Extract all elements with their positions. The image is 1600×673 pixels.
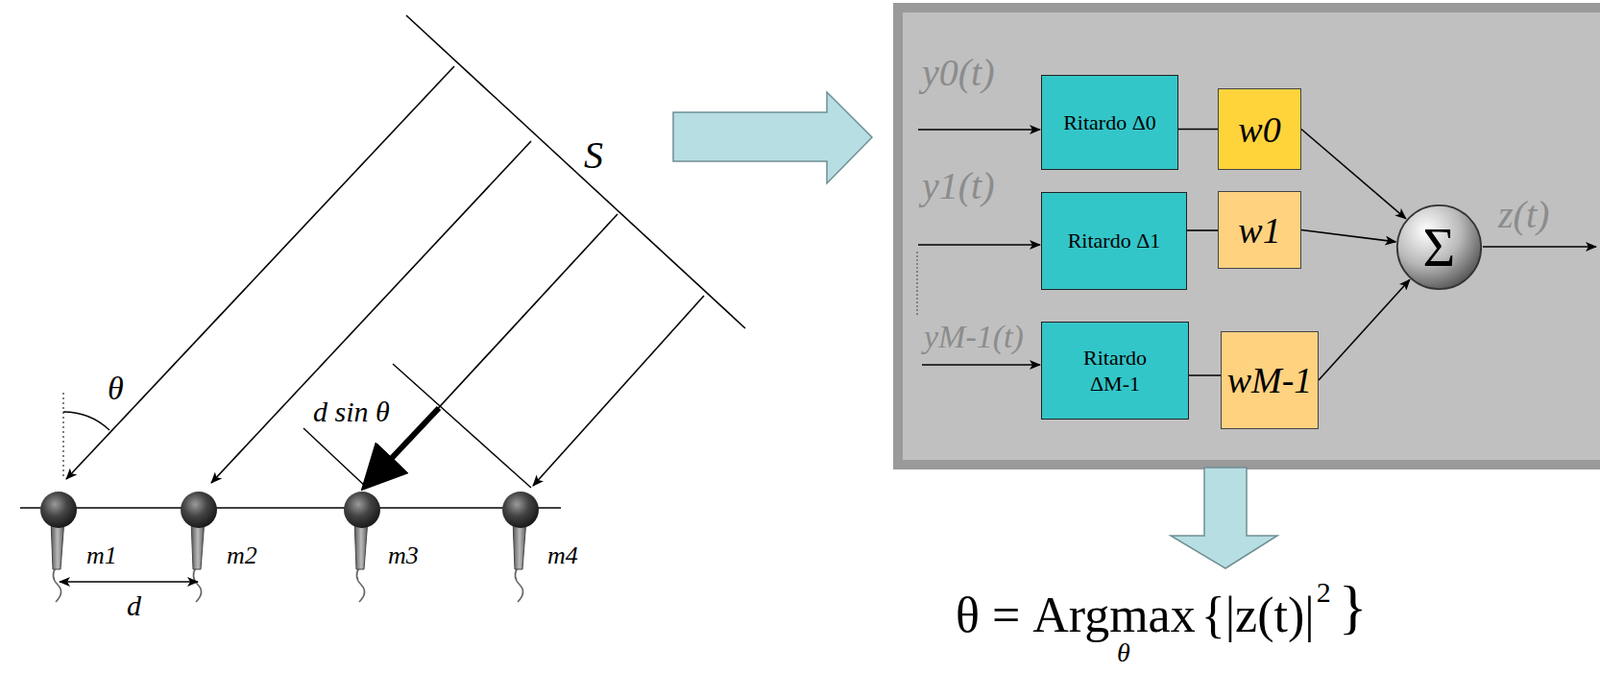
weight-label: w1	[1237, 209, 1281, 252]
delay-box: Ritardo Δ0	[1041, 74, 1179, 170]
microphone	[502, 491, 539, 603]
microphone	[40, 491, 77, 603]
mic-label: m3	[387, 542, 419, 571]
spacing-label: d	[126, 589, 142, 622]
weight-label: w0	[1237, 108, 1281, 151]
flow-arrow	[673, 92, 873, 184]
array-axis	[20, 507, 561, 509]
output-signal: z(t)	[1498, 193, 1550, 237]
mic-label: m1	[86, 542, 118, 571]
weight-label: wM-1	[1227, 359, 1313, 402]
mic-label: m2	[226, 542, 258, 571]
angle-label: θ	[105, 370, 126, 407]
sum-symbol: Σ	[1423, 215, 1456, 280]
dimension-line	[59, 581, 198, 583]
propagation-arrows	[66, 66, 704, 486]
microphone	[180, 491, 218, 603]
angle-arc	[63, 412, 110, 431]
delay-label: Ritardo Δ1	[1067, 227, 1162, 255]
panel	[897, 7, 1600, 465]
normal-line	[63, 392, 65, 480]
microphone	[343, 491, 381, 603]
ellipsis-line	[917, 251, 919, 317]
weight-box: w1	[1217, 191, 1302, 269]
summation-node: Σ	[1395, 203, 1483, 291]
signal-connector	[1188, 374, 1221, 377]
signal-connector	[1187, 229, 1218, 232]
input-signal: y0(t)	[921, 51, 995, 95]
delay-box: Ritardo ΔM-1	[1041, 321, 1189, 420]
weight-box: w0	[1217, 88, 1302, 170]
delay-box: Ritardo Δ1	[1041, 192, 1188, 291]
wavefront	[406, 15, 746, 329]
formula: }	[1338, 574, 1368, 640]
path-difference-label: d sin θ	[311, 395, 392, 428]
construction-lines	[303, 363, 532, 488]
signal-connector	[1318, 279, 1410, 381]
input-signal: yM-1(t)	[923, 318, 1024, 355]
signal-connector	[1301, 129, 1407, 219]
formula: {|z(t)|	[1201, 587, 1315, 643]
input-signal: y1(t)	[921, 165, 995, 208]
flow-arrow	[1170, 467, 1278, 569]
weight-box: wM-1	[1220, 331, 1319, 430]
formula-subscript: θ	[1116, 638, 1131, 669]
mic-label: m4	[547, 542, 579, 571]
output-arrow	[1482, 245, 1597, 248]
input-arrows	[918, 129, 1041, 365]
signal-connector	[1301, 230, 1396, 243]
formula: θ = Argmax	[955, 587, 1196, 643]
formula-exponent: 2	[1316, 576, 1332, 608]
delay-label: Ritardo Δ0	[1063, 109, 1157, 137]
delay-label: Ritardo ΔM-1	[1062, 344, 1168, 398]
signal-connector	[1178, 128, 1218, 131]
wavefront-label: S	[583, 134, 604, 177]
